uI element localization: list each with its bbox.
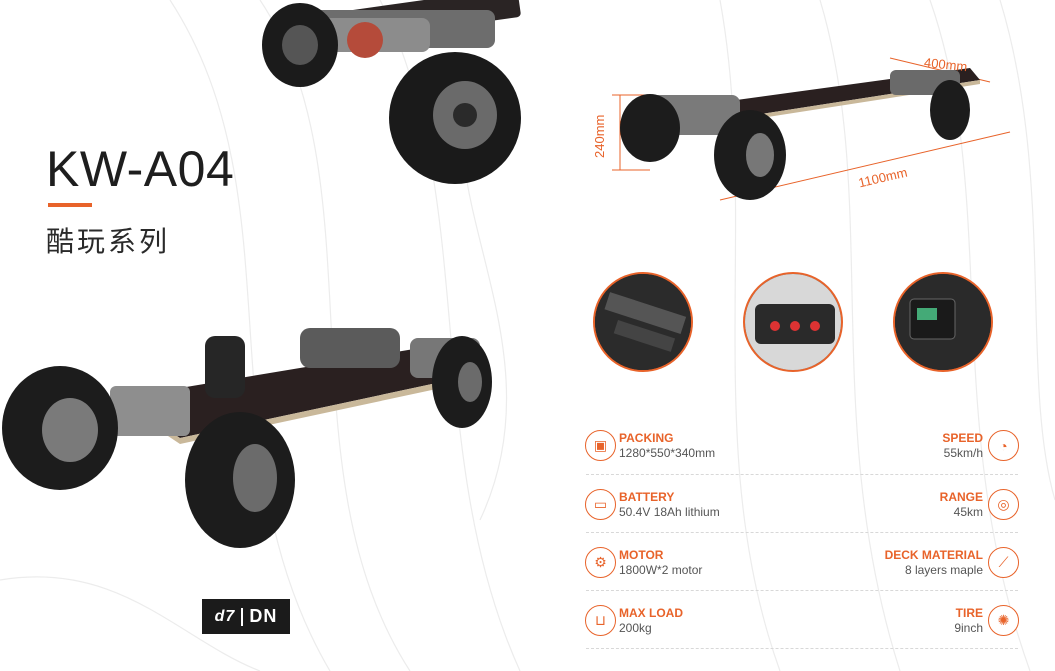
spec-motor: ⚙ MOTOR 1800W*2 motor (585, 547, 702, 578)
motor-icon: ⚙ (585, 547, 616, 578)
brand-logo-mark: d7 (215, 607, 244, 626)
spec-tire-name: TIRE (955, 605, 983, 620)
spec-battery: ▭ BATTERY 50.4V 18Ah lithium (585, 489, 720, 520)
spec-range-name: RANGE (939, 489, 983, 504)
spec-deck-material-name: DECK MATERIAL (884, 547, 983, 562)
skateboard-main-image (2, 328, 492, 548)
spec-max-load: ⊔ MAX LOAD 200kg (585, 605, 683, 636)
spec-divider (586, 532, 1018, 533)
deck-icon: ⟋ (988, 547, 1019, 578)
spec-max-load-name: MAX LOAD (619, 605, 683, 620)
product-series-subtitle: 酷玩系列 (46, 225, 171, 258)
product-model-title: KW-A04 (46, 141, 235, 197)
spec-range: RANGE 45km ◎ (940, 489, 1019, 520)
spec-max-load-value: 200kg (619, 620, 652, 635)
brand-logo-text: DN (249, 606, 278, 626)
detail-controller-closeup (893, 272, 993, 372)
spec-battery-name: BATTERY (619, 489, 675, 504)
spec-divider (586, 648, 1018, 649)
spec-divider (586, 474, 1018, 475)
spec-deck-material-value: 8 layers maple (904, 562, 983, 577)
spec-speed-name: SPEED (942, 430, 983, 445)
box-icon: ▣ (585, 430, 616, 461)
battery-icon: ▭ (585, 489, 616, 520)
skateboard-dimension-diagram (612, 57, 1011, 201)
skateboard-closeup-image (262, 0, 521, 184)
spec-deck-material: DECK MATERIAL 8 layers maple ⟋ (885, 547, 1019, 578)
detail-truck-closeup (593, 272, 693, 372)
title-accent-bar (48, 203, 92, 207)
spec-battery-value: 50.4V 18Ah lithium (619, 504, 720, 519)
detail-front-lights-closeup (743, 272, 843, 372)
spec-range-value: 45km (953, 504, 983, 519)
tire-icon: ✺ (988, 605, 1019, 636)
spec-divider (586, 590, 1018, 591)
spec-speed: SPEED 55km/h ◔ (942, 430, 1019, 461)
brand-logo: d7 DN (202, 599, 290, 634)
speedometer-icon: ◔ (988, 430, 1019, 461)
spec-packing-name: PACKING (619, 430, 674, 445)
spec-tire-value: 9inch (954, 620, 983, 635)
weight-icon: ⊔ (585, 605, 616, 636)
spec-tire: TIRE 9inch ✺ (954, 605, 1019, 636)
spec-packing: ▣ PACKING 1280*550*340mm (585, 430, 715, 461)
spec-motor-value: 1800W*2 motor (619, 562, 703, 577)
dimension-height-label: 240mm (592, 114, 607, 158)
spec-packing-value: 1280*550*340mm (619, 445, 716, 460)
spec-speed-value: 55km/h (943, 445, 983, 460)
spec-motor-name: MOTOR (619, 547, 664, 562)
range-icon: ◎ (988, 489, 1019, 520)
